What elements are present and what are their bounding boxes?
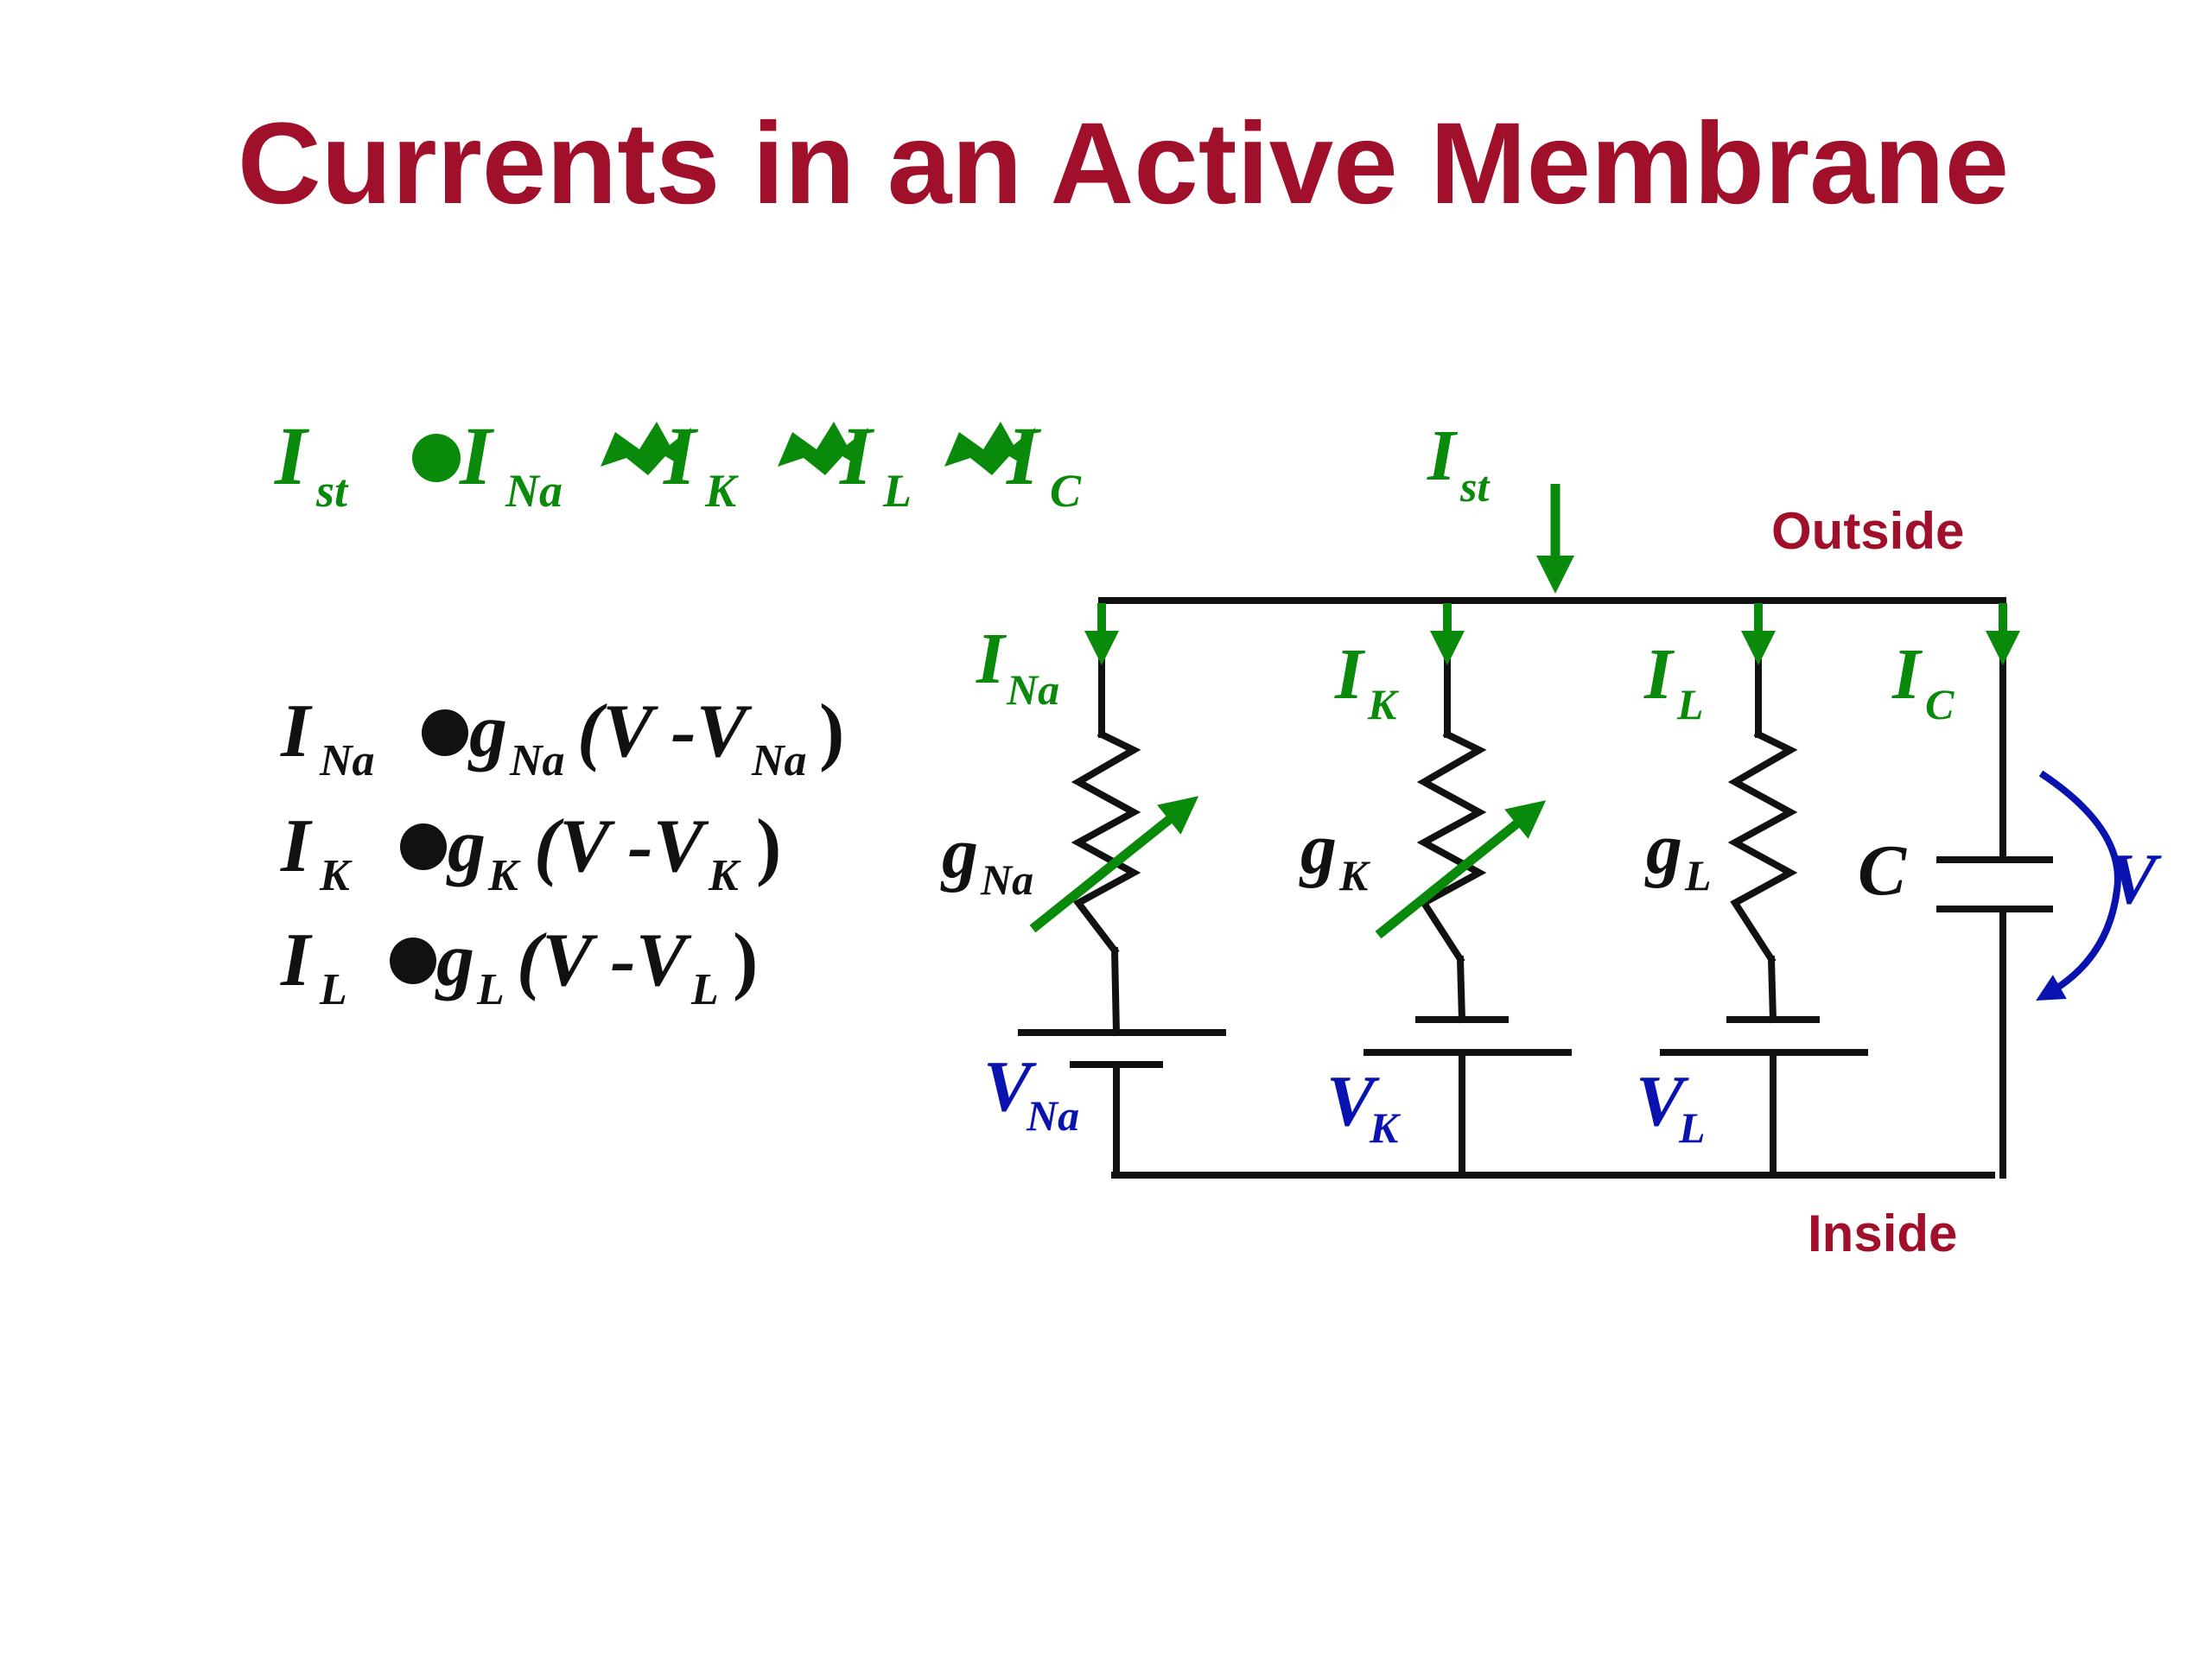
kcl-i-st: I: [274, 410, 310, 502]
l-conductance-sub: L: [1684, 851, 1712, 899]
branch-na: I Na g Na V Na: [940, 600, 1226, 1179]
k-wire-mid: [1456, 955, 1466, 1024]
kcl-symbol-4: [944, 422, 1035, 475]
k-conductance-sub: K: [1338, 851, 1371, 899]
voltage-label: V: [2108, 839, 2162, 919]
eq-l-symbol: [390, 938, 436, 984]
branch-l: I L g L V L: [1636, 600, 1868, 1179]
eq-l-g: g: [435, 918, 474, 1002]
cap-current-label: I: [1891, 634, 1923, 715]
kcl-symbol-1: [412, 434, 461, 482]
equation-na: I Na g Na (V -V Na ): [280, 690, 844, 785]
l-battery-label: V: [1636, 1061, 1689, 1141]
eq-na-g: g: [467, 690, 507, 773]
k-variable-arrow: [1375, 800, 1547, 939]
kcl-i-k-sub: K: [704, 465, 740, 517]
eq-l-g-sub: L: [476, 965, 505, 1014]
na-current-label: I: [976, 619, 1007, 699]
eq-k-lhs: I: [280, 804, 313, 888]
outside-label: Outside: [1771, 502, 1964, 560]
na-resistor: [1071, 729, 1141, 956]
kcl-i-na: I: [459, 410, 495, 502]
eq-l-open: (V -V: [517, 918, 692, 1002]
eq-k-close: ): [756, 804, 781, 888]
na-battery-sub: Na: [1026, 1091, 1079, 1140]
equation-l: I L g L (V -V L ): [280, 918, 758, 1014]
stimulus-current-label: I: [1427, 416, 1459, 496]
ionic-equations: I Na g Na (V -V Na ) I K g K (V -V K ) I…: [280, 690, 844, 1014]
membrane-circuit: Outside Inside I st I Na g Na V Na: [940, 416, 2162, 1262]
page-title: Currents in an Active Membrane: [238, 99, 2009, 228]
kcl-i-k: I: [663, 410, 699, 502]
k-battery-sub: K: [1369, 1103, 1402, 1152]
eq-k-v-sub: K: [708, 851, 741, 900]
branch-capacitor: I C C: [1858, 600, 2053, 1179]
eq-na-g-sub: Na: [509, 736, 565, 785]
branch-k: I K g K V K: [1299, 600, 1572, 1179]
na-conductance-label: g: [940, 813, 978, 893]
kcl-i-c: I: [1006, 410, 1042, 502]
eq-l-lhs-sub: L: [319, 965, 347, 1014]
eq-l-v-sub: L: [690, 965, 719, 1014]
eq-na-symbol: [422, 709, 468, 756]
kcl-i-st-sub: st: [315, 465, 349, 517]
k-resistor: [1416, 729, 1487, 964]
eq-k-open: (V -V: [534, 804, 709, 888]
k-battery-label: V: [1326, 1061, 1380, 1141]
kcl-equation: I st I Na I K I L I C: [274, 410, 1082, 517]
k-conductance-label: g: [1299, 809, 1337, 889]
kcl-i-l: I: [839, 410, 875, 502]
na-battery-label: V: [983, 1046, 1037, 1127]
equation-k: I K g K (V -V K ): [280, 804, 781, 900]
l-battery-sub: L: [1678, 1103, 1706, 1152]
k-current-label: I: [1334, 634, 1366, 715]
kcl-symbol-2: [601, 422, 691, 475]
na-wire-mid: [1110, 946, 1121, 1037]
na-variable-arrow: [1029, 796, 1199, 933]
eq-k-lhs-sub: K: [319, 851, 353, 900]
eq-k-symbol: [400, 823, 447, 870]
l-resistor: [1727, 729, 1798, 964]
voltage-arc-arrow: [2036, 770, 2121, 1001]
l-current-label: I: [1643, 634, 1675, 715]
eq-na-lhs-sub: Na: [319, 736, 375, 785]
eq-na-open: (V -V: [577, 690, 753, 773]
eq-k-g-sub: K: [487, 851, 521, 900]
eq-na-lhs: I: [280, 690, 313, 773]
k-current-sub: K: [1367, 680, 1400, 728]
kcl-symbol-3: [778, 422, 868, 475]
l-conductance-label: g: [1644, 809, 1682, 889]
eq-l-close: ): [733, 918, 758, 1002]
inside-label: Inside: [1808, 1205, 1957, 1262]
eq-l-lhs: I: [280, 918, 313, 1002]
kcl-i-na-sub: Na: [505, 465, 563, 517]
na-current-sub: Na: [1006, 665, 1059, 714]
kcl-i-c-sub: C: [1050, 465, 1082, 517]
na-conductance-sub: Na: [980, 855, 1033, 904]
eq-k-g: g: [446, 804, 486, 888]
l-current-sub: L: [1676, 680, 1704, 728]
eq-na-v-sub: Na: [751, 736, 807, 785]
stimulus-current-sub: st: [1459, 462, 1491, 511]
capacitor-label: C: [1858, 830, 1907, 911]
eq-na-close: ): [819, 690, 844, 773]
kcl-i-l-sub: L: [882, 465, 912, 517]
l-wire-mid: [1767, 955, 1777, 1024]
cap-current-sub: C: [1925, 680, 1955, 728]
